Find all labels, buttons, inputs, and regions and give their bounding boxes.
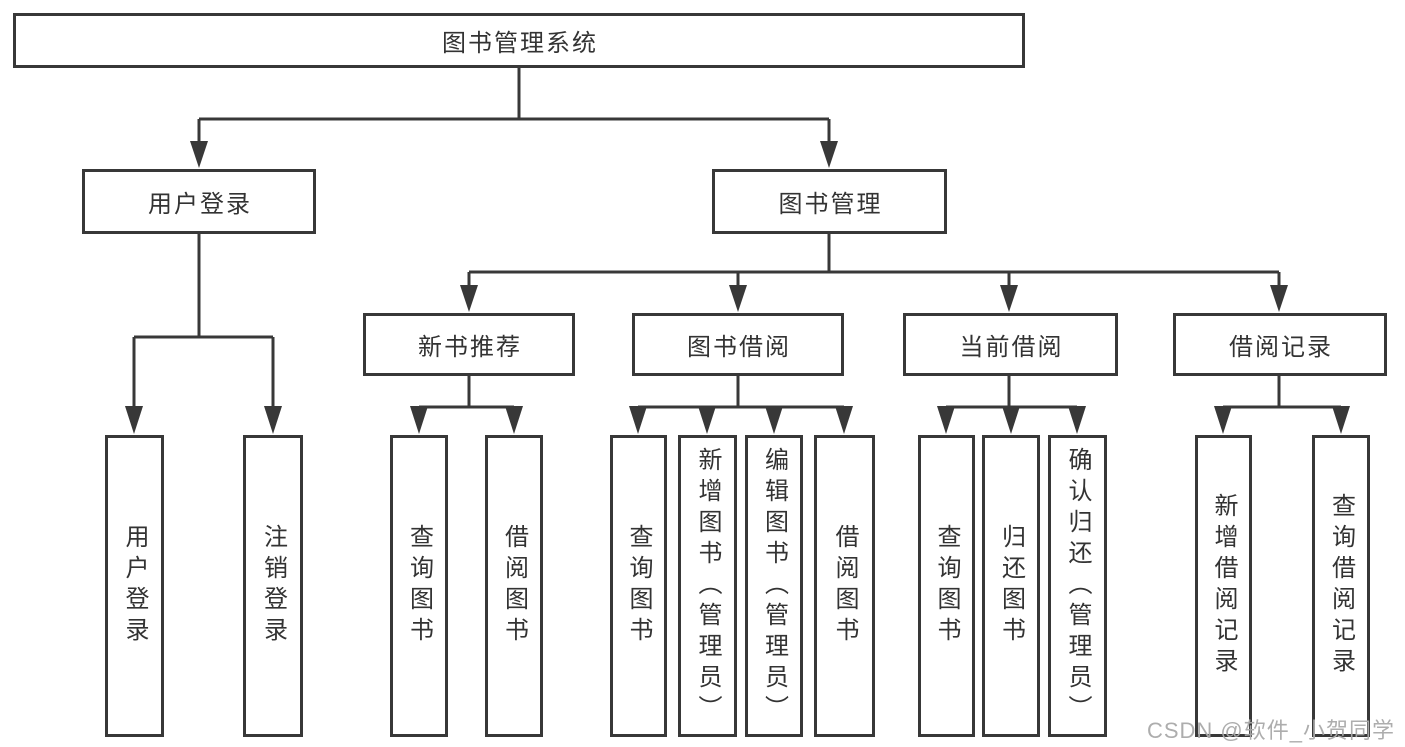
node-label: 当前借阅 bbox=[959, 334, 1064, 361]
node-label: 确认归还（管理员） bbox=[1064, 446, 1091, 726]
node-library-management-system: 图书管理系统 bbox=[13, 13, 1025, 68]
watermark: CSDN @软件_小贺同学 bbox=[1146, 718, 1395, 743]
node-label: 图书管理系统 bbox=[442, 30, 598, 57]
node-user-login: 用户登录 bbox=[82, 169, 316, 234]
node-label: 新书推荐 bbox=[418, 334, 522, 361]
node-label: 新增图书（管理员） bbox=[694, 446, 721, 726]
node-nb-borrow-books: 借阅图书 bbox=[485, 435, 543, 737]
arrowhead-icons bbox=[125, 141, 1350, 434]
node-label: 图书借阅 bbox=[687, 334, 791, 361]
node-cb-confirm-return-admin: 确认归还（管理员） bbox=[1048, 435, 1107, 737]
node-label: 注销登录 bbox=[259, 524, 287, 648]
node-nb-query-books: 查询图书 bbox=[390, 435, 448, 737]
node-label: 新增借阅记录 bbox=[1210, 493, 1237, 679]
node-label: 查询图书 bbox=[405, 524, 433, 648]
node-bb-borrow-books: 借阅图书 bbox=[814, 435, 875, 737]
node-cb-query-books: 查询图书 bbox=[918, 435, 975, 737]
node-label: 借阅记录 bbox=[1229, 334, 1333, 361]
node-borrowing-records: 借阅记录 bbox=[1173, 313, 1387, 376]
node-label: 用户登录 bbox=[148, 191, 252, 218]
node-label: 借阅图书 bbox=[831, 524, 858, 648]
node-label: 用户登录 bbox=[121, 524, 148, 648]
node-label: 借阅图书 bbox=[500, 524, 528, 648]
node-bb-query-books: 查询图书 bbox=[610, 435, 667, 737]
node-label: 查询图书 bbox=[933, 524, 960, 648]
node-current-borrowing: 当前借阅 bbox=[903, 313, 1118, 376]
node-label: 归还图书 bbox=[997, 524, 1025, 648]
node-logout: 注销登录 bbox=[243, 435, 303, 737]
node-cb-return-books: 归还图书 bbox=[982, 435, 1040, 737]
node-book-borrowing: 图书借阅 bbox=[632, 313, 844, 376]
node-login: 用户登录 bbox=[105, 435, 164, 737]
node-br-add-record: 新增借阅记录 bbox=[1195, 435, 1252, 737]
node-label: 图书管理 bbox=[778, 191, 883, 218]
node-br-query-record: 查询借阅记录 bbox=[1312, 435, 1370, 737]
node-bb-edit-books-admin: 编辑图书（管理员） bbox=[745, 435, 803, 737]
node-label: 查询借阅记录 bbox=[1327, 493, 1355, 679]
node-bb-add-books-admin: 新增图书（管理员） bbox=[678, 435, 737, 737]
node-label: 编辑图书（管理员） bbox=[760, 446, 788, 726]
node-label: 查询图书 bbox=[625, 524, 652, 648]
node-book-management: 图书管理 bbox=[712, 169, 947, 234]
node-new-book-recommend: 新书推荐 bbox=[363, 313, 575, 376]
